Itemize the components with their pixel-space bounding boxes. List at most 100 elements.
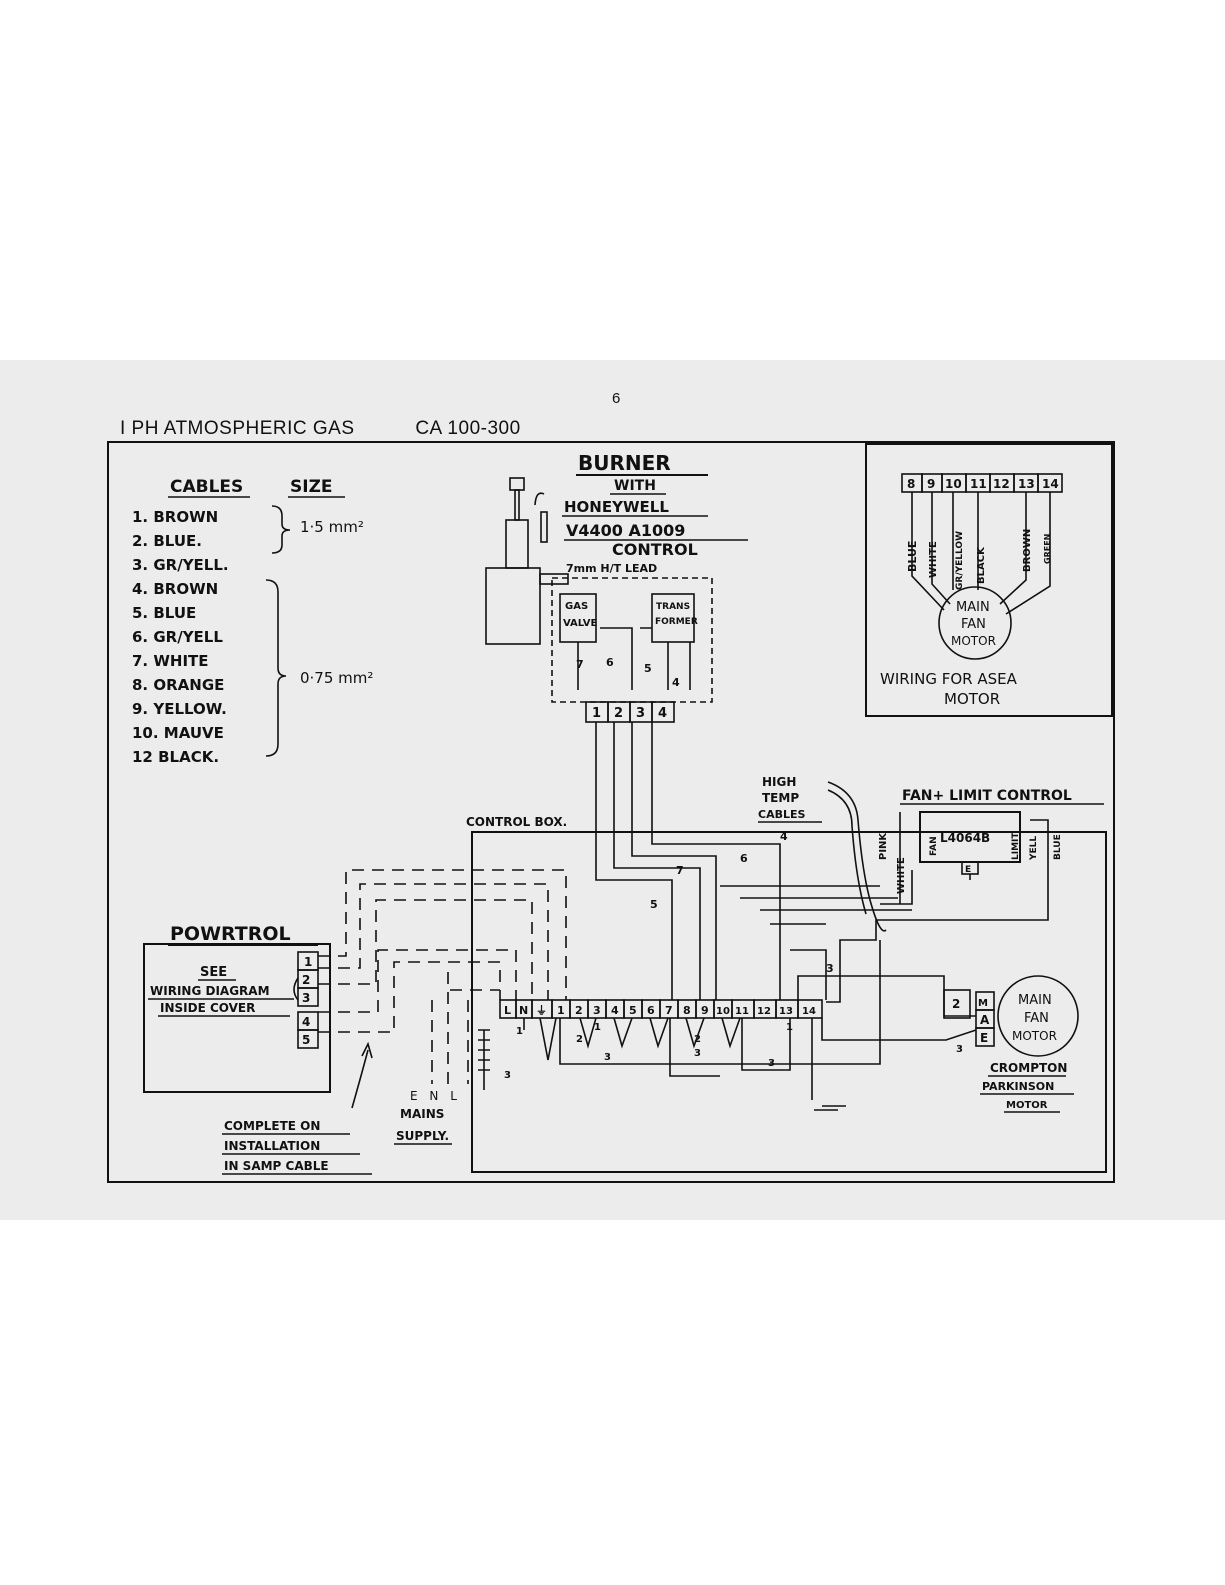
- page-number: 6: [612, 390, 621, 407]
- fan-limit-label: BLUE: [1053, 834, 1063, 860]
- powrtrol-note: WIRING DIAGRAM: [150, 984, 270, 998]
- wire-number: 3: [768, 1058, 775, 1069]
- terminal: 5: [302, 1033, 310, 1047]
- asea-motor-box: 8 9 10 11 12 13 14 BLUE WHITE GR/YELLOW …: [865, 443, 1113, 717]
- high-temp-label: TEMP: [762, 791, 799, 805]
- fan-limit-label: E: [965, 865, 971, 875]
- burner-line: CONTROL: [612, 540, 698, 559]
- burner-terminal-block: 1 2 3 4: [585, 701, 675, 723]
- burner-line: V4400 A1009: [566, 521, 685, 540]
- fan-limit-label: YELL: [1029, 836, 1039, 861]
- size-small: 0·75 mm²: [300, 669, 373, 687]
- high-temp-label: CABLES: [758, 808, 805, 821]
- terminal: N: [519, 1004, 528, 1017]
- terminal: E: [980, 1031, 988, 1045]
- terminal: 4: [302, 1015, 310, 1029]
- wire-number: 5: [650, 898, 658, 911]
- brace-large: [271, 505, 291, 554]
- header-title: I PH ATMOSPHERIC GAS: [120, 418, 355, 439]
- cables-legend: CABLES SIZE 1. BROWN 2. BLUE. 3. GR/YELL…: [132, 477, 373, 766]
- terminal: 4: [611, 1004, 619, 1017]
- terminal: 2: [575, 1004, 583, 1017]
- asea-motor-icon: [938, 586, 1012, 660]
- powrtrol-terminals: 1 2 3 4 5: [293, 951, 319, 1049]
- cable-item: 2. BLUE.: [132, 532, 202, 550]
- fan-limit-label: LIMIT: [1011, 832, 1021, 860]
- transformer-box: [651, 593, 695, 643]
- diagram-frame: [107, 441, 1115, 1183]
- burner-title: BURNER: [578, 451, 671, 475]
- fan-limit-label: WHITE: [896, 857, 907, 894]
- control-box-label: CONTROL BOX.: [466, 815, 567, 829]
- powrtrol-note: INSIDE COVER: [160, 1001, 255, 1015]
- crompton-motor: 2 M A E MAIN FAN MOTOR CROMPTON PARKINSO…: [943, 975, 1079, 1113]
- transformer-label: FORMER: [655, 617, 698, 627]
- asea-caption: WIRING FOR ASEA: [880, 670, 1018, 688]
- mains-label: MAINS: [400, 1107, 444, 1121]
- mains-terminal-labels: E N L: [410, 1089, 461, 1103]
- terminal: 14: [1042, 477, 1059, 491]
- terminal: 1: [592, 706, 601, 721]
- terminal: 9: [927, 477, 935, 491]
- high-temp-label: HIGH: [762, 775, 796, 789]
- control-box: CONTROL BOX. 7 6 5 4 3 L N ⏚ 1 2 3 4: [318, 722, 1107, 1173]
- wire-number: 1: [786, 1022, 793, 1033]
- asea-wire-label: WHITE: [928, 541, 939, 578]
- cable-item: 7. WHITE: [132, 652, 209, 670]
- terminal: 13: [1018, 477, 1035, 491]
- burner-cable-run: [595, 722, 781, 1000]
- cable-item: 10. MAUVE: [132, 724, 224, 742]
- asea-wire-label: BROWN: [1022, 529, 1033, 572]
- terminal: 10: [716, 1006, 730, 1017]
- burner-gun-icon: [485, 477, 569, 645]
- gas-valve-label: GAS: [565, 601, 588, 612]
- cable-item: 5. BLUE: [132, 604, 196, 622]
- crompton-caption: PARKINSON: [982, 1080, 1054, 1093]
- asea-caption: MOTOR: [944, 690, 1000, 708]
- wire-number: 6: [740, 852, 748, 865]
- terminal: 8: [683, 1004, 691, 1017]
- terminal: ⏚: [536, 1004, 547, 1017]
- wire-number: 5: [644, 662, 652, 675]
- terminal: 5: [629, 1004, 637, 1017]
- terminal: 1: [557, 1004, 565, 1017]
- wire-number: 7: [576, 658, 584, 671]
- high-temp-cables-note: HIGH TEMP CABLES: [758, 775, 887, 932]
- wire-number: 3: [826, 962, 834, 975]
- cable-item: 9. YELLOW.: [132, 700, 227, 718]
- wire-number: 3: [504, 1070, 511, 1081]
- terminal: 1: [304, 955, 312, 969]
- mains-label: SUPPLY.: [396, 1129, 449, 1143]
- wire-number: 3: [694, 1048, 701, 1059]
- motor-label: FAN: [961, 617, 986, 632]
- asea-wire-label: GR/YELLOW: [955, 531, 965, 590]
- wire-number: 4: [780, 830, 788, 843]
- cable-item: 4. BROWN: [132, 580, 218, 598]
- fan-limit-control: FAN+ LIMIT CONTROL L4064B PINK WHITE FAN…: [826, 788, 1104, 1003]
- terminal: 6: [647, 1004, 655, 1017]
- terminal: 3: [636, 706, 645, 721]
- wire-number: 3: [604, 1052, 611, 1063]
- asea-terminal-strip: 8 9 10 11 12 13 14: [901, 473, 1063, 493]
- terminal: 12: [757, 1006, 771, 1017]
- motor-label: MAIN: [1018, 993, 1052, 1008]
- crompton-caption: CROMPTON: [990, 1061, 1067, 1075]
- fan-limit-label: FAN: [929, 836, 939, 856]
- asea-wire-label: BLACK: [976, 546, 987, 584]
- brace-small: [265, 579, 287, 757]
- install-note-line: INSTALLATION: [224, 1139, 320, 1153]
- wire-number: 6: [606, 656, 614, 669]
- terminal: 2: [302, 973, 310, 987]
- terminal: 11: [735, 1006, 749, 1017]
- fan-limit-model: L4064B: [940, 831, 990, 845]
- install-note-line: COMPLETE ON: [224, 1119, 320, 1133]
- fan-limit-title: FAN+ LIMIT CONTROL: [902, 788, 1072, 804]
- wire-number: 2: [694, 1034, 701, 1045]
- size-large: 1·5 mm²: [300, 518, 364, 536]
- transformer-label: TRANS: [656, 602, 690, 612]
- crompton-caption: MOTOR: [1006, 1100, 1048, 1111]
- burner-line: HONEYWELL: [564, 498, 669, 516]
- arrow-icon: [351, 1041, 373, 1109]
- asea-wire-label: BLUE: [906, 541, 919, 572]
